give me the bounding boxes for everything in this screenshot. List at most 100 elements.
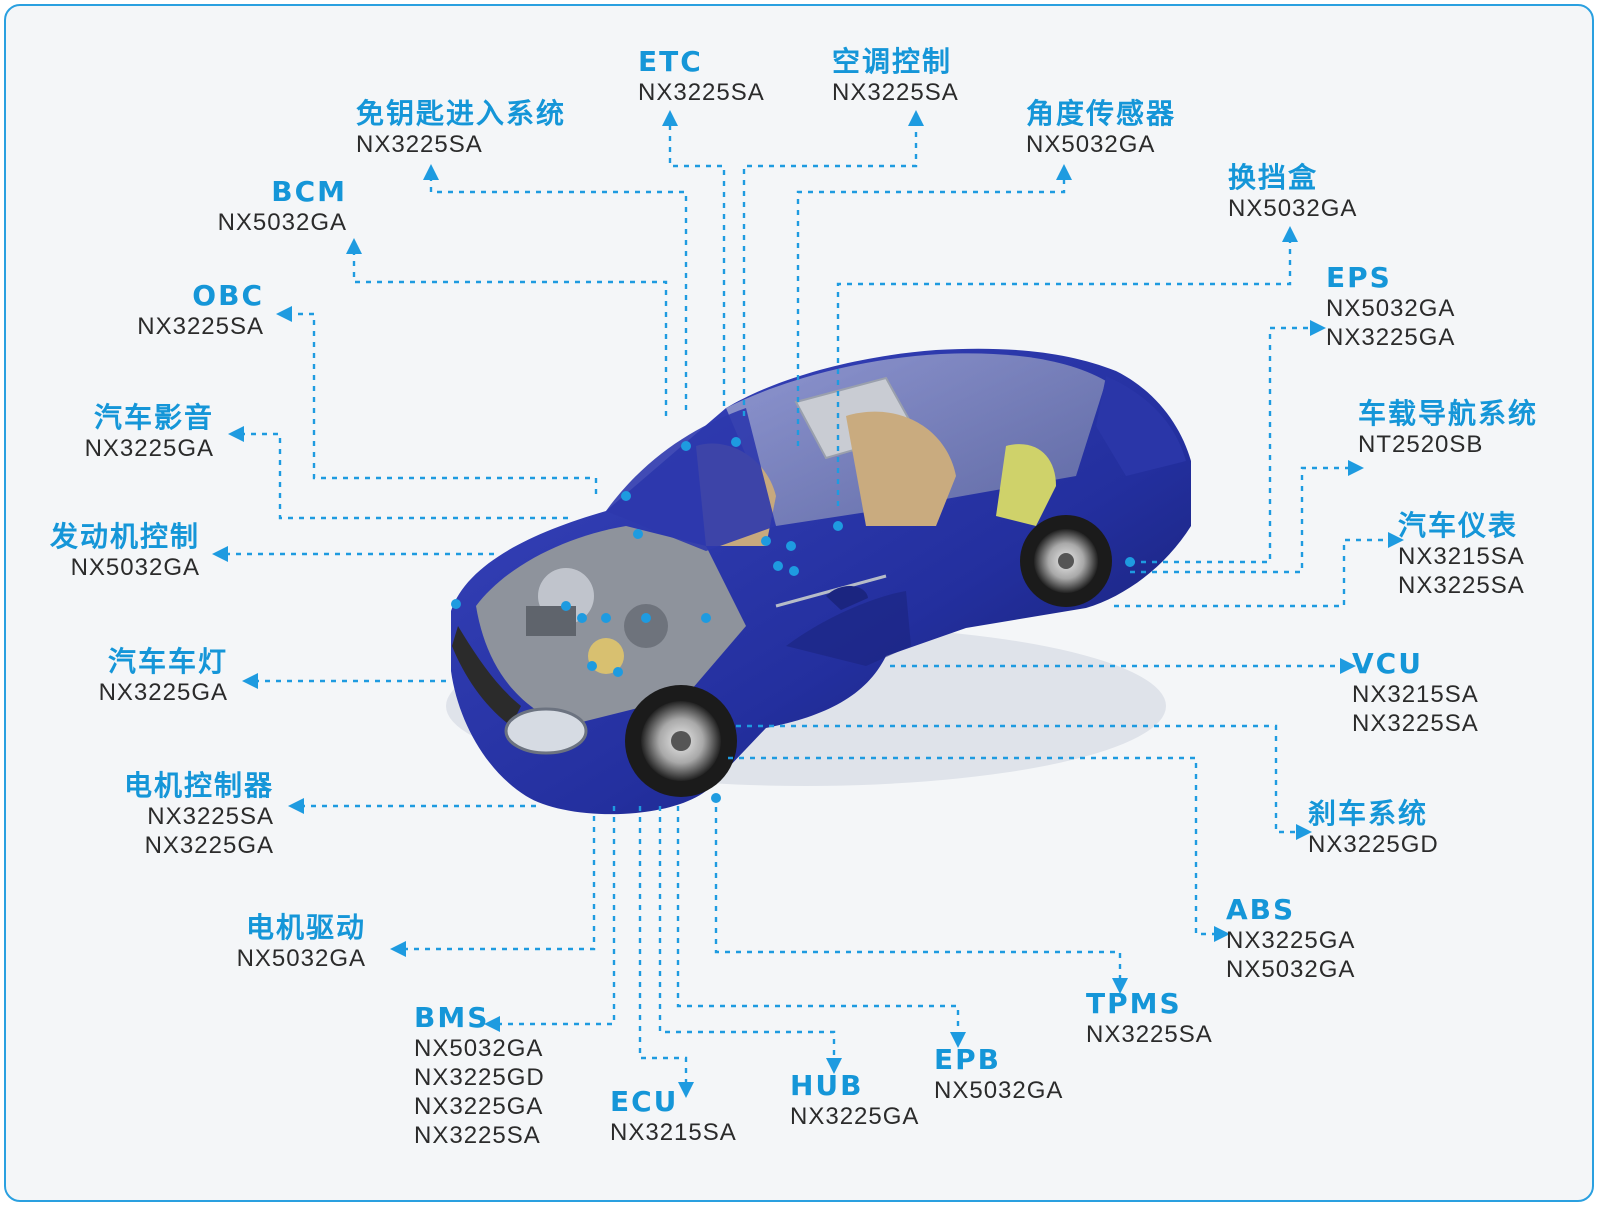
connection-dot (601, 613, 611, 623)
label-title: ETC (638, 45, 703, 78)
part-number: NX5032GA (1226, 956, 1356, 983)
connection-dot (786, 541, 796, 551)
car-illustration (446, 348, 1191, 815)
part-number: NX3225SA (147, 803, 274, 830)
leader-hub (658, 806, 842, 1074)
part-number: NX5032GA (1026, 131, 1156, 158)
connection-dot (451, 599, 461, 609)
connection-dot (789, 566, 799, 576)
label-title: 汽车影音 (93, 401, 214, 434)
leader-obc (276, 306, 598, 494)
leader-brake (736, 724, 1312, 840)
leader-bms (484, 806, 616, 1032)
leader-bcm (346, 238, 668, 416)
part-number: NX5032GA (1228, 195, 1358, 222)
label-title: 空调控制 (832, 45, 953, 78)
label-title: TPMS (1086, 987, 1182, 1020)
diagram-canvas (212, 110, 1404, 1098)
leader-keyless (423, 164, 688, 410)
connection-dot (701, 613, 711, 623)
part-number: NX3225SA (356, 131, 483, 158)
connection-dot (633, 529, 643, 539)
leader-abs (728, 756, 1230, 942)
label-title: ABS (1226, 893, 1296, 926)
connection-dot (681, 441, 691, 451)
leader-epb (676, 806, 966, 1048)
part-number: NX3225SA (137, 313, 264, 340)
connection-dot (773, 561, 783, 571)
label-title: BMS (414, 1001, 490, 1034)
connection-dots (451, 437, 1135, 803)
label-title: VCU (1352, 647, 1423, 680)
label-title: 汽车车灯 (107, 645, 228, 678)
part-number: NX3215SA (1398, 543, 1525, 570)
label-title: BCM (271, 175, 347, 208)
part-number: NX3215SA (610, 1119, 737, 1146)
label-title: EPS (1326, 261, 1392, 294)
label-title: 角度传感器 (1026, 97, 1177, 130)
part-number: NX3225GA (414, 1093, 544, 1120)
part-number: NX5032GA (414, 1035, 544, 1062)
part-number: NX3225GA (98, 679, 228, 706)
leader-angle (796, 164, 1072, 446)
connection-dot (641, 613, 651, 623)
part-number: NX3225SA (638, 79, 765, 106)
connection-dot (587, 661, 597, 671)
part-number: NX5032GA (934, 1077, 1064, 1104)
connection-dot (711, 793, 721, 803)
part-number: NX3225GD (414, 1064, 545, 1091)
part-number: NX5032GA (70, 554, 200, 581)
label-title: 免钥匙进入系统 (356, 97, 567, 130)
leader-eps (1130, 320, 1326, 564)
leader-lines (212, 110, 1404, 1098)
label-title: 车载导航系统 (1358, 397, 1539, 430)
part-number: NX3215SA (1352, 681, 1479, 708)
part-number: NX5032GA (217, 209, 347, 236)
leader-motordrv (390, 816, 596, 957)
part-number: NX3225SA (1352, 710, 1479, 737)
leader-etc (662, 110, 726, 406)
part-number: NX3225GA (1326, 324, 1456, 351)
part-number: NX3225GA (144, 832, 274, 859)
part-number: NX3225GD (1308, 831, 1439, 858)
label-title: EPB (934, 1043, 1001, 1076)
label-title: 电机驱动 (245, 911, 366, 944)
part-number: NX3225GA (790, 1103, 920, 1130)
label-title: HUB (790, 1069, 864, 1102)
part-number: NX3225SA (1086, 1021, 1213, 1048)
leader-tpms (714, 796, 1128, 994)
leader-ecu (638, 806, 694, 1098)
part-number: NX3225SA (1398, 572, 1525, 599)
label-title: ECU (610, 1085, 679, 1118)
leader-shift (836, 226, 1298, 506)
part-number: NX5032GA (1326, 295, 1456, 322)
label-title: 发动机控制 (49, 520, 200, 553)
connection-dot (577, 613, 587, 623)
label-title: 电机控制器 (123, 769, 274, 802)
connection-dot (1125, 557, 1135, 567)
connection-dot (731, 437, 741, 447)
connection-dot (621, 491, 631, 501)
label-title: 换挡盒 (1228, 161, 1319, 194)
connection-dot (833, 521, 843, 531)
part-number: NT2520SB (1358, 431, 1484, 458)
